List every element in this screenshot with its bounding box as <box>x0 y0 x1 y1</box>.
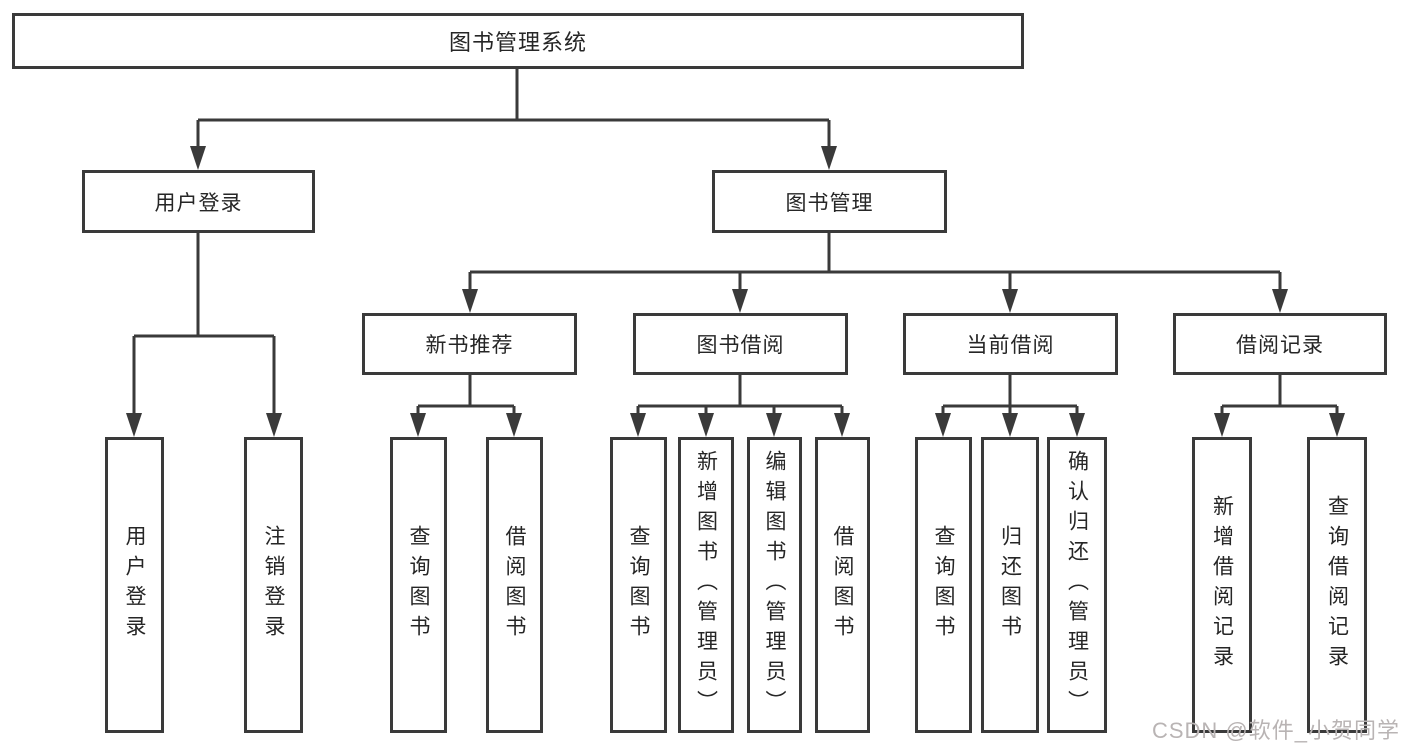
watermark: CSDN @软件_小贺同学 <box>1151 718 1400 743</box>
node-user-login-action: 用户登录 <box>105 437 164 733</box>
node-query-books-current: 查询图书 <box>915 437 972 733</box>
node-book-management: 图书管理 <box>712 170 947 233</box>
node-edit-books-admin: 编辑图书（管理员） <box>747 437 802 733</box>
node-borrow-books-borrowing: 借阅图书 <box>815 437 870 733</box>
node-user-login: 用户登录 <box>82 170 315 233</box>
node-logout-action: 注销登录 <box>244 437 303 733</box>
node-root: 图书管理系统 <box>12 13 1024 69</box>
node-query-books-recommend: 查询图书 <box>390 437 447 733</box>
node-borrowing-records: 借阅记录 <box>1173 313 1387 375</box>
node-query-books-borrowing: 查询图书 <box>610 437 667 733</box>
node-add-books-admin: 新增图书（管理员） <box>678 437 734 733</box>
node-return-books: 归还图书 <box>981 437 1039 733</box>
node-add-borrow-record: 新增借阅记录 <box>1192 437 1252 733</box>
node-book-borrowing: 图书借阅 <box>633 313 848 375</box>
node-current-borrowing: 当前借阅 <box>903 313 1118 375</box>
node-confirm-return-admin: 确认归还（管理员） <box>1047 437 1107 733</box>
node-borrow-books-recommend: 借阅图书 <box>486 437 543 733</box>
node-new-book-recommend: 新书推荐 <box>362 313 577 375</box>
node-query-borrow-record: 查询借阅记录 <box>1307 437 1367 733</box>
